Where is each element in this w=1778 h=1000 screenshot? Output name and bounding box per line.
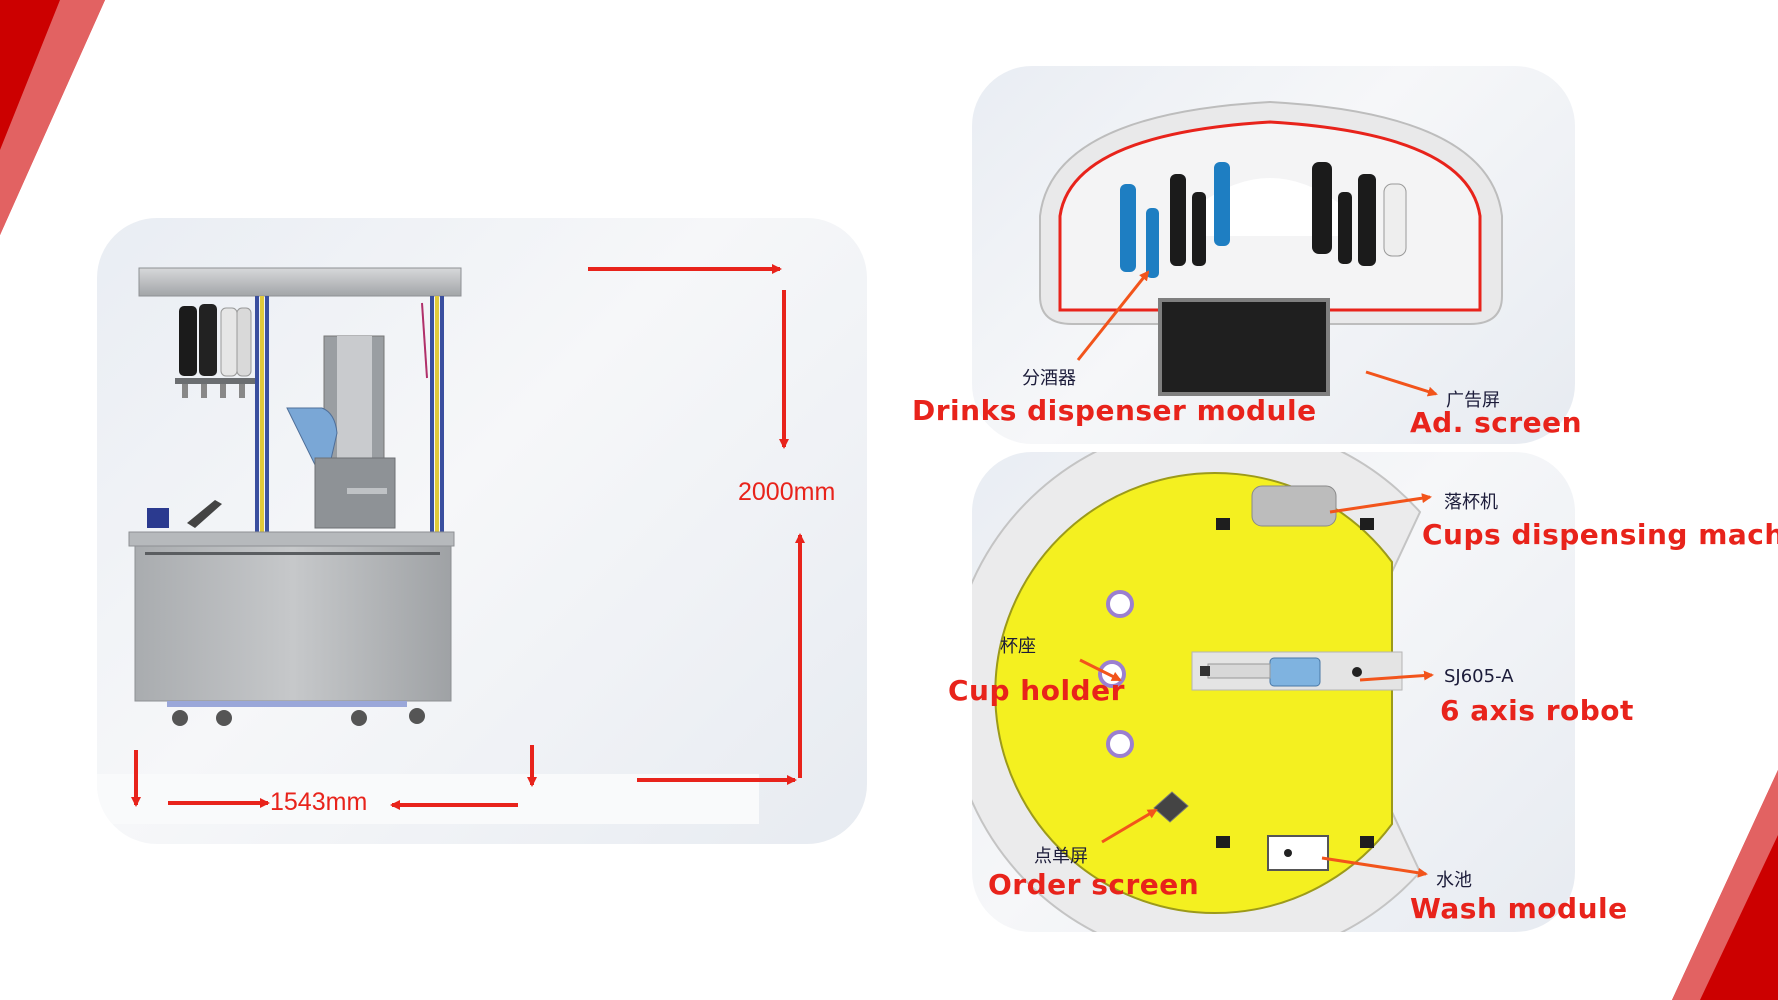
cabinet <box>134 545 452 702</box>
leader-robot <box>1359 670 1434 682</box>
robot-en-label: 6 axis robot <box>1440 694 1634 727</box>
yellow-robot-platform <box>994 472 1393 914</box>
column-left-blue <box>255 296 259 546</box>
column-right-yellow <box>435 296 439 546</box>
order-zh-label: 点单屏 <box>1034 846 1088 867</box>
leader-cups <box>1329 493 1432 514</box>
column-left-blue-2 <box>265 296 269 546</box>
leader-cupholder <box>1079 658 1122 682</box>
column-left-yellow <box>260 296 264 546</box>
robot-tray <box>347 488 387 494</box>
leader-order <box>1101 808 1158 844</box>
dispenser-view-panel <box>972 66 1575 444</box>
ad-screen-device <box>1158 298 1330 396</box>
leader-wash <box>1321 856 1428 878</box>
floor-band <box>97 774 759 824</box>
adscreen-zh-label: 广告屏 <box>1446 390 1500 411</box>
cup-stack <box>147 508 169 528</box>
dispenser-view-drawing <box>1039 100 1503 396</box>
side-view-panel <box>97 218 867 844</box>
cabinet-groove <box>145 552 440 555</box>
dispenser-zh-label: 分酒器 <box>1022 368 1076 389</box>
robot-arm <box>286 407 338 474</box>
center-cutout <box>1200 178 1340 236</box>
column-right-blue-2 <box>440 296 444 546</box>
leader-adscreen <box>1365 370 1438 397</box>
column-right-blue <box>430 296 434 546</box>
order-en-label: Order screen <box>988 868 1200 901</box>
bottom-right-corner-highlight <box>1672 770 1778 1000</box>
robot-device <box>1200 657 1362 687</box>
dispenser-en-label: Drinks dispenser module <box>912 394 1317 427</box>
side-dispenser-bottles <box>175 304 255 398</box>
wash-en-label: Wash module <box>1410 892 1628 925</box>
width-dimension-label: 1543mm <box>270 788 368 816</box>
mount-markers <box>1216 518 1374 848</box>
cupholder-zh-label: 杯座 <box>1000 636 1036 657</box>
top-left-corner-highlight <box>0 0 105 235</box>
adscreen-en-label: Ad. screen <box>1410 406 1583 439</box>
wash-drain <box>1284 849 1292 857</box>
top-canopy <box>138 267 462 297</box>
dispenser-bottles <box>1120 162 1407 278</box>
wheels <box>172 708 425 726</box>
plan-view-panel <box>972 452 1575 932</box>
cable-line <box>421 302 428 379</box>
wash-zh-label: 水池 <box>1436 870 1472 891</box>
cups-dispenser-device <box>1251 485 1337 527</box>
cups-zh-label: 落杯机 <box>1444 492 1498 513</box>
wash-basin-device <box>1267 835 1329 871</box>
cup-holder-devices <box>1098 590 1134 758</box>
cabinet-light <box>167 701 407 707</box>
side-view-drawing <box>97 267 759 824</box>
height-dimension-label: 2000mm <box>738 478 836 506</box>
cups-en-label: Cups dispensing machine <box>1422 518 1778 551</box>
side-order-tablet <box>187 500 222 528</box>
cupholder-en-label: Cup holder <box>948 674 1125 707</box>
order-screen-device <box>1153 791 1189 823</box>
robot-model-label: SJ605-A <box>1444 666 1514 687</box>
leader-dispenser <box>1076 270 1150 361</box>
plan-view-drawing <box>972 452 1422 932</box>
